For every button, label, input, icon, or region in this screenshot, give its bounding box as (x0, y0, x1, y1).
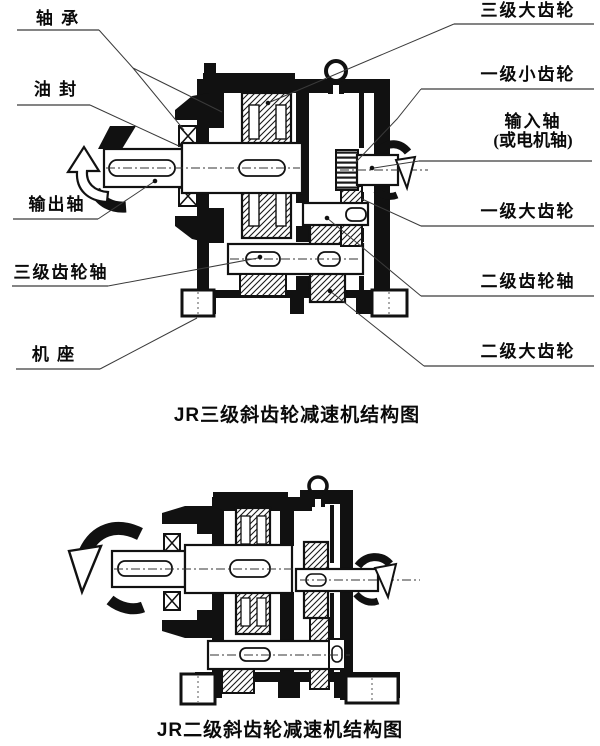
label-stage1-pinion: 一级小齿轮 (480, 65, 576, 84)
label-input-shaft: 输入轴 (或电机轴) (467, 112, 599, 150)
label-oil-seal: 油 封 (33, 80, 79, 99)
fig1-caption: JR三级斜齿轮减速机结构图 (173, 405, 421, 426)
label-input-shaft-line2: (或电机轴) (493, 131, 573, 150)
fig1-leader-dots (152, 100, 375, 294)
fig2-output-rotation-arrow (67, 521, 146, 615)
fig2-output-shaft (110, 543, 296, 595)
label-stage1-large-gear: 一级大齿轮 (480, 202, 576, 221)
label-bearing: 轴 承 (35, 9, 81, 28)
fig1-stage3-gear-shaft (226, 242, 365, 297)
fig2-bearings (163, 533, 181, 611)
label-stage3-large-gear: 三级大齿轮 (480, 1, 576, 20)
fig1-drawing (12, 23, 594, 370)
fig1-eye-bolt (324, 59, 348, 94)
fig2-gear-shaft (206, 617, 350, 694)
label-output-shaft: 输出轴 (28, 195, 86, 214)
label-stage3-gear-shaft: 三级齿轮轴 (13, 263, 109, 282)
fig1-output-shaft (102, 141, 304, 195)
label-input-shaft-line1: 输入轴 (504, 112, 562, 131)
label-stage2-gear-shaft: 二级齿轮轴 (480, 272, 576, 291)
fig2-drawing (67, 475, 420, 706)
label-stage2-large-gear: 二级大齿轮 (480, 342, 576, 361)
fig1-stage1-large-gear (301, 185, 370, 247)
fig2-eye-bolt (307, 475, 329, 507)
fig1-input-shaft (340, 153, 428, 187)
fig1-leader-lines (12, 23, 594, 370)
fig1-output-rotation-arrow (65, 126, 136, 213)
label-machine-base: 机 座 (31, 345, 77, 364)
fig2-caption: JR二级斜齿轮减速机结构图 (156, 720, 404, 741)
fig2-input-rotation-arrow (353, 553, 398, 606)
fig1-input-rotation-arrow (373, 140, 417, 200)
fig2-input-shaft (294, 567, 420, 593)
